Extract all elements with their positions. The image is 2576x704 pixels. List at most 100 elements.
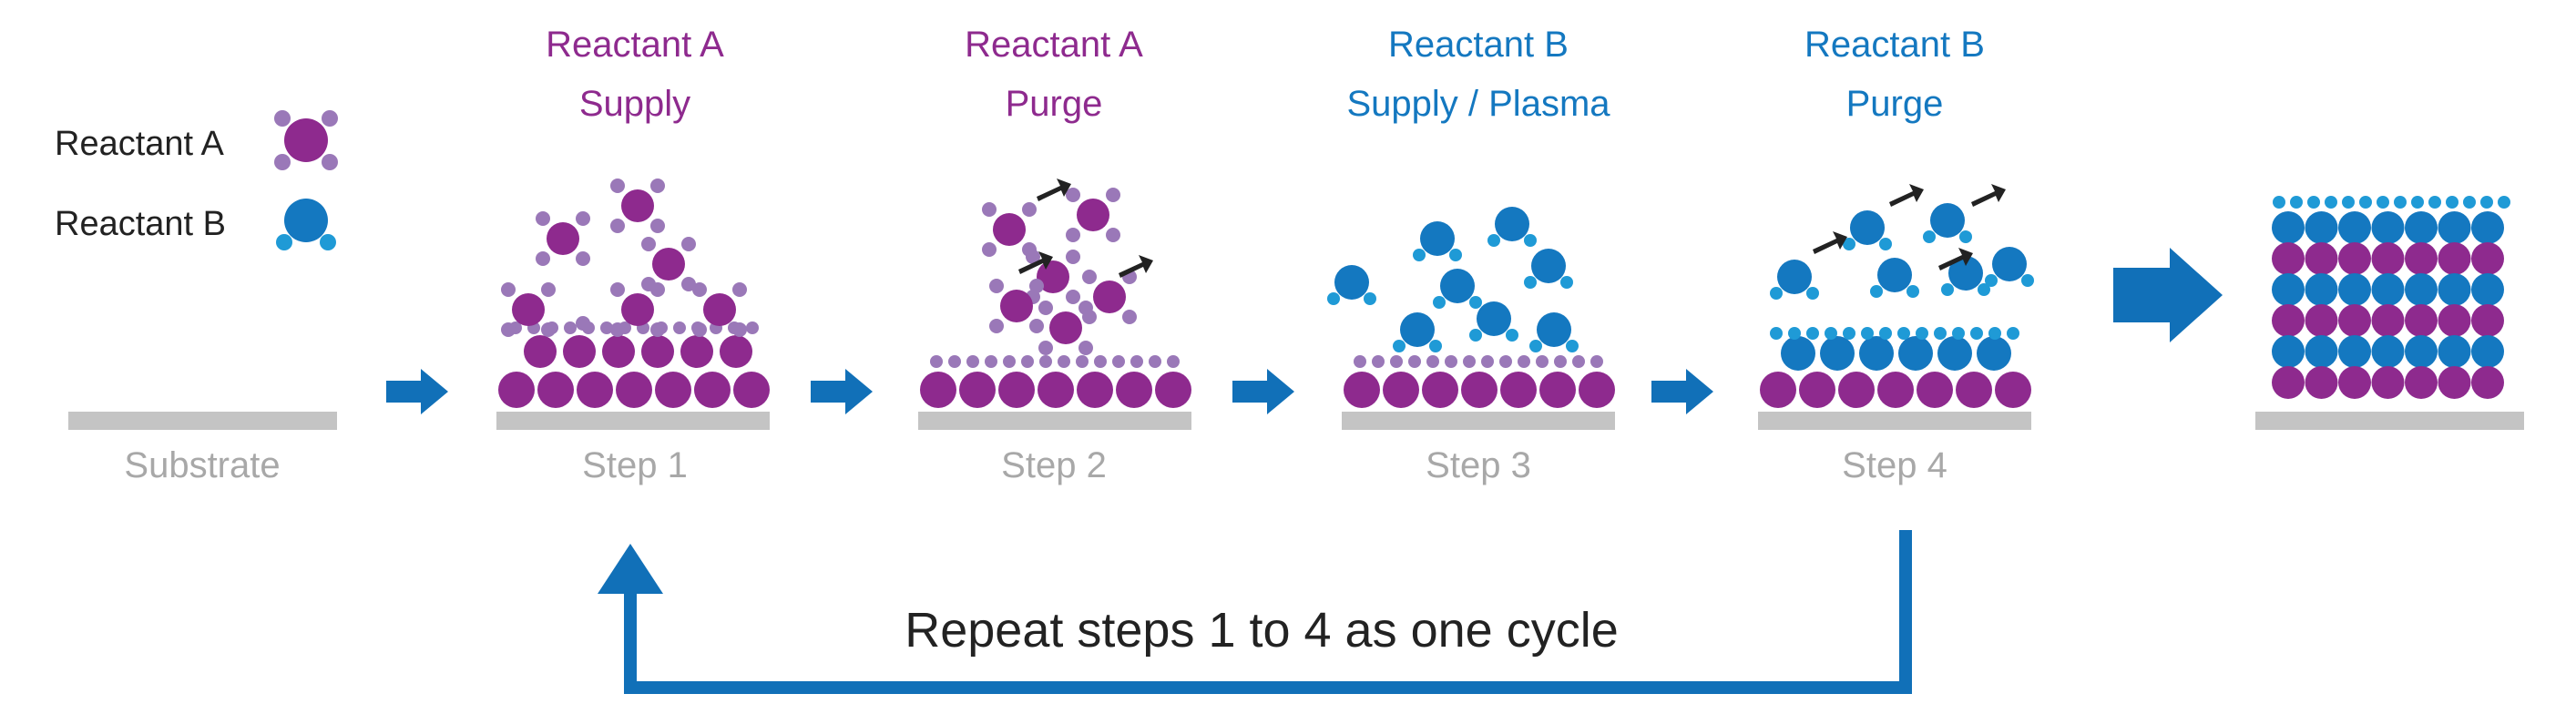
ligand-a <box>1499 355 1512 368</box>
ligand-a <box>1554 355 1567 368</box>
ligand-b <box>1524 276 1537 289</box>
film-atom <box>2371 273 2405 306</box>
ligand-b <box>1788 327 1801 340</box>
ligand-b <box>1843 238 1855 250</box>
surface-atom <box>1760 372 1796 408</box>
ligand-b <box>1449 249 1462 261</box>
arrow-right-icon <box>811 369 873 414</box>
film-atom <box>2438 304 2471 337</box>
surface-atom <box>1155 372 1191 408</box>
ligand-b <box>1941 283 1954 296</box>
ligand-a <box>1167 355 1180 368</box>
reactant-b-molecule <box>1477 301 1511 336</box>
film-atom <box>2405 304 2438 337</box>
film-atom <box>2438 335 2471 368</box>
ligand-a <box>1076 355 1089 368</box>
ligand-b <box>1988 327 2001 340</box>
reactant-b-molecule <box>1777 260 1812 294</box>
ligand-a <box>982 242 997 257</box>
reactant-b-molecule <box>1850 210 1885 245</box>
film-atom <box>2371 211 2405 244</box>
purge-arrow-icon <box>1971 184 2006 207</box>
caption-step2: Step 2 <box>1001 445 1107 485</box>
adsorbed-b <box>1820 336 1855 371</box>
film-atom <box>2438 273 2471 306</box>
surface-atom <box>1838 372 1875 408</box>
caption-substrate: Substrate <box>124 445 280 485</box>
reactant-b-molecule <box>1495 207 1529 241</box>
ligand-b <box>1870 285 1883 298</box>
purge-arrow-icon <box>1889 184 1924 207</box>
reactant-a-molecule <box>1049 311 1082 344</box>
surface-atom <box>1579 372 1615 408</box>
ligand-a <box>746 321 759 334</box>
reactant-b-molecule <box>1400 312 1435 347</box>
reactant-a-molecule <box>703 293 736 326</box>
film-atom <box>2338 366 2371 399</box>
ligand-b <box>1861 327 1874 340</box>
ligand-b <box>2307 196 2320 209</box>
ligand-b <box>2342 196 2355 209</box>
surface-atom <box>1956 372 1992 408</box>
ligand-a <box>1149 355 1161 368</box>
surface-atom <box>1077 372 1113 408</box>
film-atom <box>2471 211 2504 244</box>
step4-title-line1: Reactant B <box>1804 25 1985 65</box>
ligand-b <box>1433 296 1446 309</box>
ligand-b <box>2446 196 2458 209</box>
ligand-b <box>1524 234 1537 247</box>
ligand-a <box>1130 355 1143 368</box>
ligand-b <box>2359 196 2372 209</box>
adsorbed-a <box>680 335 713 368</box>
legend: Reactant A Reactant B <box>55 110 338 250</box>
step2-title-line1: Reactant A <box>965 25 1143 65</box>
surface-atom <box>1500 372 1537 408</box>
step4-molecules <box>1760 184 2034 408</box>
ligand-a <box>1029 279 1044 293</box>
ligand-b <box>1469 329 1482 342</box>
ligand-a <box>1481 355 1494 368</box>
reactant-a-molecule <box>1077 199 1109 231</box>
ligand-a <box>1408 355 1421 368</box>
film-atom <box>2338 304 2371 337</box>
ligand-a <box>1445 355 1457 368</box>
arrow-right-icon <box>1232 369 1294 414</box>
substrate-bar-step4 <box>1758 412 2031 430</box>
ligand-a <box>600 321 613 334</box>
step2-molecules <box>920 179 1191 408</box>
ligand-b <box>1970 327 1983 340</box>
ligand-b <box>2273 196 2285 209</box>
ligand-a <box>610 179 625 193</box>
purge-arrow-icon <box>1119 255 1153 278</box>
film-atom <box>2305 304 2338 337</box>
ligand-a <box>541 322 556 337</box>
ligand-b <box>2021 274 2034 287</box>
surface-atom <box>1917 372 1953 408</box>
reactant-a-molecule <box>1037 260 1069 293</box>
step1-title-line1: Reactant A <box>546 25 724 65</box>
ligand-a <box>1426 355 1439 368</box>
film-atom <box>2371 304 2405 337</box>
ligand-b <box>2411 196 2424 209</box>
ligand-a <box>610 282 625 297</box>
ligand-b <box>1806 287 1819 300</box>
adsorbed-b <box>1898 336 1933 371</box>
ligand-a <box>989 319 1004 333</box>
film-atom <box>2438 242 2471 275</box>
surface-atom <box>1799 372 1835 408</box>
ligand-b <box>1506 329 1518 342</box>
ligand-b <box>1978 283 1990 296</box>
surface-atom <box>1344 372 1380 408</box>
surface-atom <box>498 372 535 408</box>
ligand-a <box>650 219 665 233</box>
deposited-film <box>2272 196 2510 399</box>
ligand-a <box>1518 355 1530 368</box>
film-atom <box>2405 335 2438 368</box>
ligand-a <box>681 277 696 291</box>
film-atom <box>2471 366 2504 399</box>
ligand-a <box>1078 301 1093 315</box>
film-atom <box>2471 273 2504 306</box>
reactant-a-molecule <box>1000 290 1033 322</box>
film-atom <box>2438 211 2471 244</box>
step3-title-line2: Supply / Plasma <box>1346 84 1610 124</box>
